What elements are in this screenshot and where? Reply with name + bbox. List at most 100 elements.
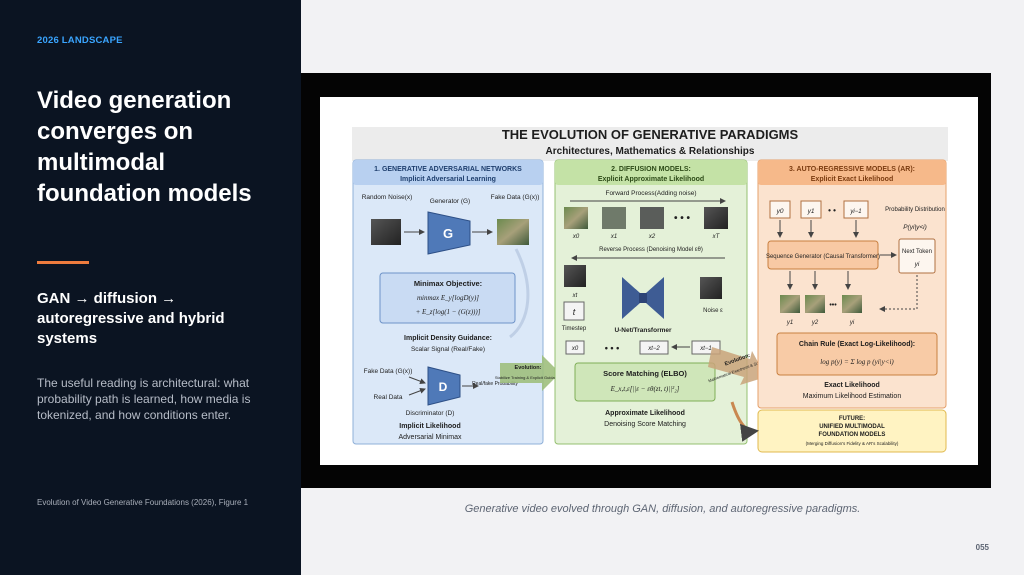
title-band [352, 127, 948, 161]
noise-epsilon-label: Noise ε [703, 308, 723, 314]
figure-evolution-of-generative-paradigms: THE EVOLUTION OF GENERATIVE PARADIGMS Ar… [320, 97, 978, 465]
label-x0: x0 [572, 234, 580, 240]
ar-frame-2-label: y2 [811, 320, 819, 326]
noise-image [371, 219, 401, 245]
ar-ellipsis-frames: ••• [829, 302, 837, 309]
gan-header [353, 160, 543, 185]
future-line-1: FUTURE: [839, 416, 865, 422]
gan-noise-label: Random Noise(x) [362, 194, 413, 201]
slide-body-text: The useful reading is architectural: wha… [37, 376, 251, 422]
forward-ellipsis: • • • [674, 213, 691, 224]
unet-encoder [622, 277, 640, 319]
kicker-label: 2026 LANDSCAPE [37, 35, 123, 46]
seq-label-xt-2: xt−2 [647, 346, 660, 352]
noise-epsilon-image [700, 277, 722, 299]
ar-token-y0-label: y0 [776, 208, 784, 215]
minimax-title: Minimax Objective: [414, 279, 482, 288]
ar-token-y1 [800, 200, 822, 219]
gan-heading: 1. GENERATIVE ADVERSARIAL NETWORKS [374, 166, 522, 173]
next-token-label: Next Token [902, 249, 932, 255]
diffusion-image-xT [704, 207, 728, 229]
ar-subheading: Explicit Exact Likelihood [811, 176, 893, 183]
gan-subheading: Implicit Adversarial Learning [400, 176, 496, 183]
evolution-1-title: Evolution: [515, 365, 542, 371]
guidance-text: Scalar Signal (Real/Fake) [411, 346, 485, 353]
chain-rule-equation: log p(y) = Σ log p (yi|y<i) [820, 358, 894, 366]
ar-token-y0 [769, 200, 791, 219]
diffusion-image-x2 [640, 207, 664, 229]
ar-ellipsis-top: • • [828, 206, 836, 215]
label-x1: x1 [610, 234, 617, 240]
seq-box-xt-2 [639, 340, 669, 355]
future-line-3: FOUNDATION MODELS [819, 432, 886, 438]
ar-frame-1 [780, 295, 800, 313]
diffusion-image-x0 [564, 207, 588, 229]
page-number: 055 [975, 543, 989, 552]
seq-label-xt-1: xt−1 [699, 346, 712, 352]
ar-frame-i-label: yi [849, 320, 855, 326]
discriminator-letter: D [439, 380, 448, 394]
sequence-generator-box [767, 240, 879, 270]
seq-box-x0 [565, 340, 585, 355]
evolution-arrow-1 [500, 355, 560, 391]
fake-data-label: Fake Data (G(x)) [491, 194, 540, 201]
seq-label-x0: x0 [571, 346, 579, 352]
diffusion-noisy-input [564, 265, 586, 287]
ar-frame-2 [805, 295, 825, 313]
fake-data-input-label: Fake Data (G(x)) [364, 368, 413, 375]
ar-header [758, 160, 946, 185]
label-xt: xt [572, 293, 578, 299]
score-matching-title: Score Matching (ELBO) [603, 369, 687, 378]
discriminator-label: Discriminator (D) [406, 410, 455, 417]
evolution-arrow-2 [708, 347, 766, 385]
guidance-title: Implicit Density Guidance: [404, 335, 492, 342]
diffusion-image-x1 [602, 207, 626, 229]
slide-headline: Video generation converges on multimodal… [37, 87, 252, 207]
ar-token-yi-1 [843, 200, 869, 219]
discriminator-block [427, 366, 461, 406]
gan-footer-sub: Adversarial Minimax [398, 434, 462, 441]
generator-block [427, 211, 471, 255]
figure-subtitle: Architectures, Mathematics & Relationshi… [546, 146, 755, 157]
next-token-box [898, 238, 936, 274]
reverse-ellipsis: • • • [605, 343, 619, 353]
gan-footer-title: Implicit Likelihood [399, 423, 460, 430]
probability-formula: P(yi|y<i) [903, 224, 927, 231]
diffusion-header [555, 160, 747, 185]
score-matching-equation: E_x,t,ε[||ε − εθ(zt, t)||²₂] [610, 385, 680, 393]
diffusion-subheading: Explicit Approximate Likelihood [598, 176, 704, 183]
sidebar: 2026 LANDSCAPE Video generation converge… [0, 0, 301, 575]
generator-letter: G [443, 226, 453, 241]
diffusion-footer-title: Approximate Likelihood [605, 410, 685, 417]
timestep-label: Timestep [562, 326, 587, 332]
ar-frame-i [842, 295, 862, 313]
slide-subhead: GAN → diffusion → autoregressive and hyb… [37, 290, 225, 347]
probability-distribution-label: Probability Distribution [885, 207, 945, 213]
label-x2: x2 [648, 234, 656, 240]
evolution-1-text: Stabilize Training & Explicit Guidance [495, 375, 562, 380]
ar-footer-title: Exact Likelihood [824, 382, 880, 389]
reverse-process-label: Reverse Process (Denoising Model εθ) [599, 247, 703, 253]
figure-caption: Generative video evolved through GAN, di… [464, 503, 861, 515]
ar-token-yi-1-label: yi−1 [849, 209, 861, 215]
source-citation: Evolution of Video Generative Foundation… [37, 498, 249, 507]
minimax-box [379, 272, 516, 324]
ar-heading: 3. AUTO-REGRESSIVE MODELS (AR): [789, 166, 915, 173]
real-data-label: Real Data [374, 394, 403, 401]
label-xT: xT [712, 234, 721, 240]
diffusion-footer-sub: Denoising Score Matching [604, 421, 686, 428]
future-line-2: UNIFIED MULTIMODAL [819, 424, 885, 430]
future-line-4: (Merging Diffusion's Fidelity & AR's Sca… [806, 441, 899, 446]
ar-token-y1-label: y1 [807, 208, 815, 215]
chain-rule-title: Chain Rule (Exact Log-Likelihood): [799, 341, 915, 348]
timestep-box [563, 301, 585, 321]
minimax-line-2: + E_z[log(1 − (G(z)))] [416, 308, 481, 316]
minimax-line-1: minmax E_y[logD(y)] [417, 294, 479, 302]
next-token-symbol: yi [914, 261, 920, 268]
fake-image [497, 219, 529, 245]
sequence-generator-label: Sequence Generator (Causal Transformer) [766, 254, 880, 260]
chain-rule-box [776, 332, 938, 376]
unet-label: U-Net/Transformer [614, 327, 672, 334]
generator-label: Generator (G) [430, 198, 470, 205]
